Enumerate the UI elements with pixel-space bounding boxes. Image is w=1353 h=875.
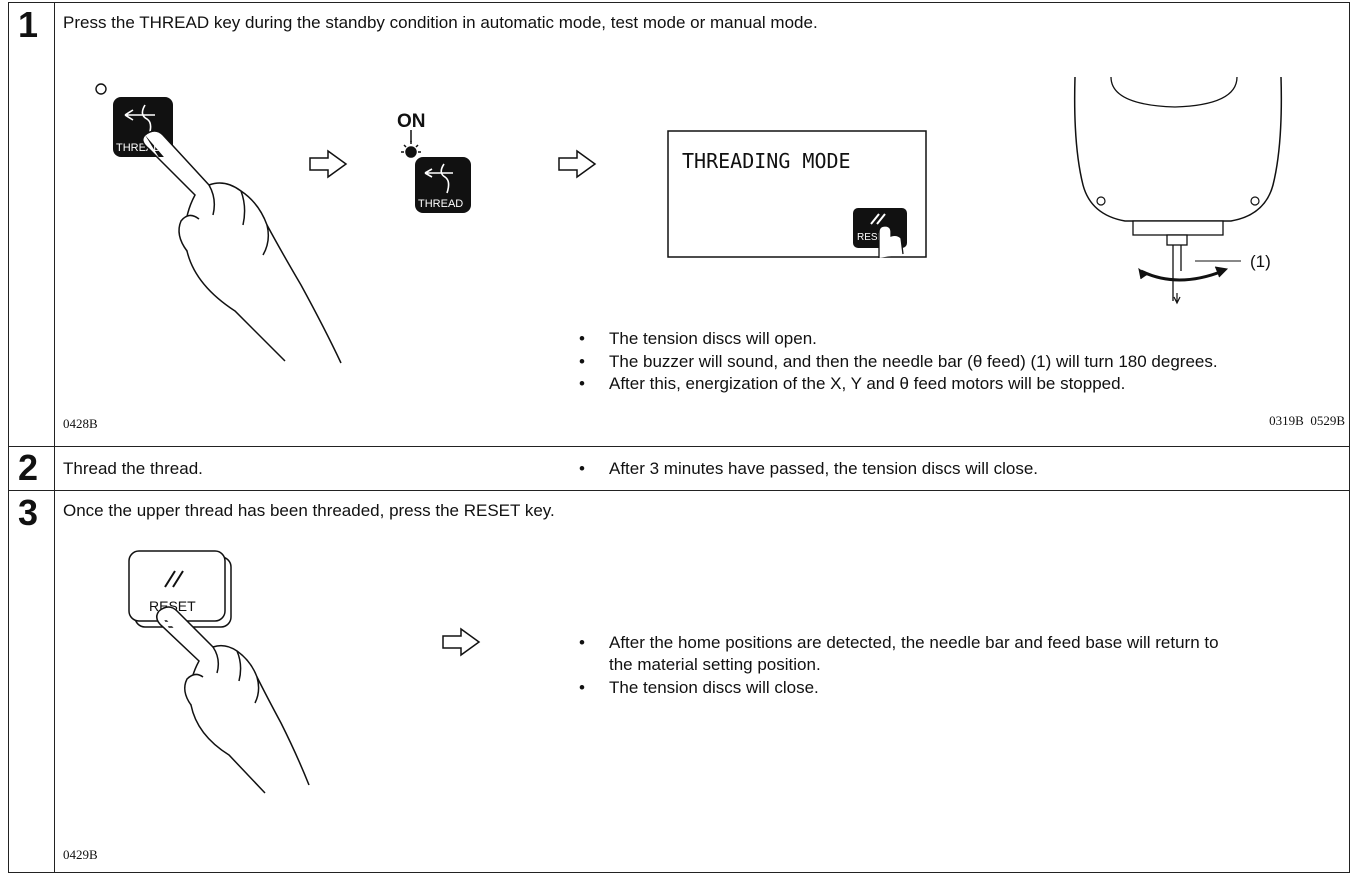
procedure-table: 1 Press the THREAD key during the standb… — [8, 2, 1350, 873]
note-item: The tension discs will close. — [575, 677, 1219, 699]
pointing-hand-icon — [157, 607, 309, 793]
step-number-cell: 2 — [9, 447, 55, 490]
step-content: Press the THREAD key during the standby … — [55, 3, 1349, 446]
step-number-cell: 1 — [9, 3, 55, 446]
reset-key-press-illustration: RESET — [125, 545, 385, 805]
step-row-2: 2 Thread the thread. After 3 minutes hav… — [9, 447, 1349, 491]
step-notes: The tension discs will open. The buzzer … — [575, 328, 1218, 396]
callout-label: (1) — [1250, 251, 1271, 273]
step-content: Once the upper thread has been threaded,… — [55, 491, 1349, 872]
indicator-lamp-icon — [96, 84, 106, 94]
thread-key-on-illustration: ON THREAD — [385, 107, 485, 217]
note-item: After 3 minutes have passed, the tension… — [575, 458, 1038, 480]
step-instruction: Once the upper thread has been threaded,… — [63, 500, 555, 522]
thread-key-icon: THREAD — [415, 157, 471, 213]
sewing-head-icon — [1055, 75, 1335, 305]
indicator-lamp-lit-icon — [401, 141, 421, 157]
note-item: The tension discs will open. — [575, 328, 1218, 350]
step-row-1: 1 Press the THREAD key during the standb… — [9, 3, 1349, 447]
note-item: The buzzer will sound, and then the need… — [575, 351, 1218, 373]
note-item: After this, energization of the X, Y and… — [575, 373, 1218, 395]
step-number: 3 — [18, 493, 38, 533]
hollow-right-arrow-icon — [441, 627, 481, 657]
step-notes: After 3 minutes have passed, the tension… — [575, 458, 1038, 481]
step-instruction: Thread the thread. — [63, 458, 203, 480]
hollow-right-arrow-icon — [308, 149, 348, 179]
thread-key-press-illustration: THREAD — [95, 75, 355, 375]
step-number: 2 — [18, 448, 38, 488]
step-content: Thread the thread. After 3 minutes have … — [55, 447, 1349, 490]
display-text: THREADING MODE — [682, 149, 851, 173]
note-item: After the home positions are detected, t… — [575, 632, 1219, 676]
step-number-cell: 3 — [9, 491, 55, 872]
step-instruction: Press the THREAD key during the standby … — [63, 12, 818, 34]
hollow-right-arrow-icon — [557, 149, 597, 179]
step-row-3: 3 Once the upper thread has been threade… — [9, 491, 1349, 872]
figure-code-left: 0429B — [63, 847, 98, 863]
key-label: THREAD — [418, 198, 463, 210]
step-notes: After the home positions are detected, t… — [575, 632, 1219, 700]
figure-code-left: 0428B — [63, 416, 98, 432]
on-label: ON — [397, 111, 426, 132]
lcd-display: THREADING MODE RESET — [667, 130, 937, 260]
figure-code-right: 0319B 0529B — [1269, 413, 1345, 429]
step-number: 1 — [18, 5, 38, 45]
